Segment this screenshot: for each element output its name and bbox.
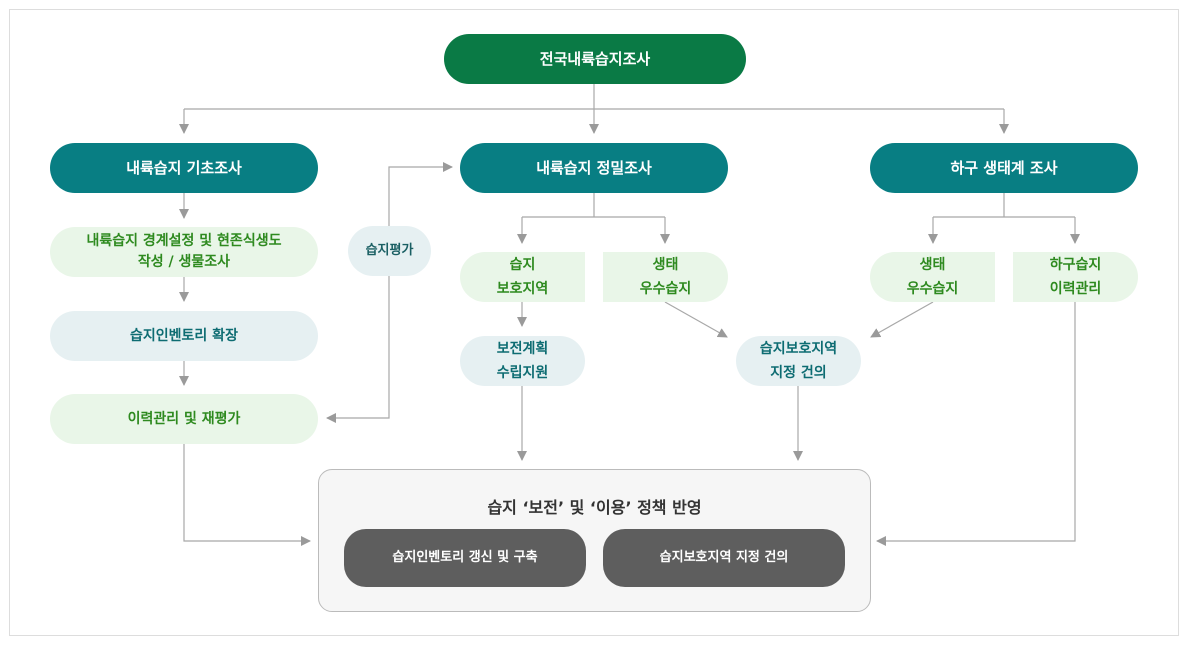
connector-assessment-to-detailed: [388, 162, 453, 249]
step-protected-area: 습지 보호지역: [460, 252, 585, 302]
branch-river-ecosystem: 하구 생태계 조사: [870, 143, 1138, 193]
branch-detailed-survey: 내륙습지 정밀조사: [460, 143, 728, 193]
step-wetland-assessment: 습지평가: [348, 226, 431, 276]
step-history-reassessment: 이력관리 및 재평가: [50, 394, 318, 444]
connector-history-to-policy: [183, 444, 311, 546]
step-estuary-history: 하구습지 이력관리: [1013, 252, 1138, 302]
connector-river-history-to-policy: [876, 302, 1076, 546]
policy-title: 습지 ‘보전’ 및 ‘이용’ 정책 반영: [487, 498, 702, 517]
step-river-eco-wetland: 생태 우수습지: [870, 252, 995, 302]
branch-basic-survey: 내륙습지 기초조사: [50, 143, 318, 193]
step-conservation-plan: 보전계획 수립지원: [460, 336, 585, 386]
policy-protected-area-recommendation: 습지보호지역 지정 건의: [603, 529, 845, 587]
step-inventory-expansion: 습지인벤토리 확장: [50, 311, 318, 361]
step-protected-area-recommendation: 습지보호지역 지정 건의: [736, 336, 861, 386]
connector-assessment-to-history: [326, 276, 390, 423]
connector-eco-detail-to-recommend: [664, 301, 728, 338]
policy-inventory-update: 습지인벤토리 갱신 및 구축: [344, 529, 586, 587]
root-node: 전국내륙습지조사: [444, 34, 746, 84]
step-eco-excellent-wetland: 생태 우수습지: [603, 252, 728, 302]
connector-eco-river-to-recommend: [870, 301, 934, 338]
step-boundary-survey: 내륙습지 경계설정 및 현존식생도 작성 / 생물조사: [50, 227, 318, 277]
